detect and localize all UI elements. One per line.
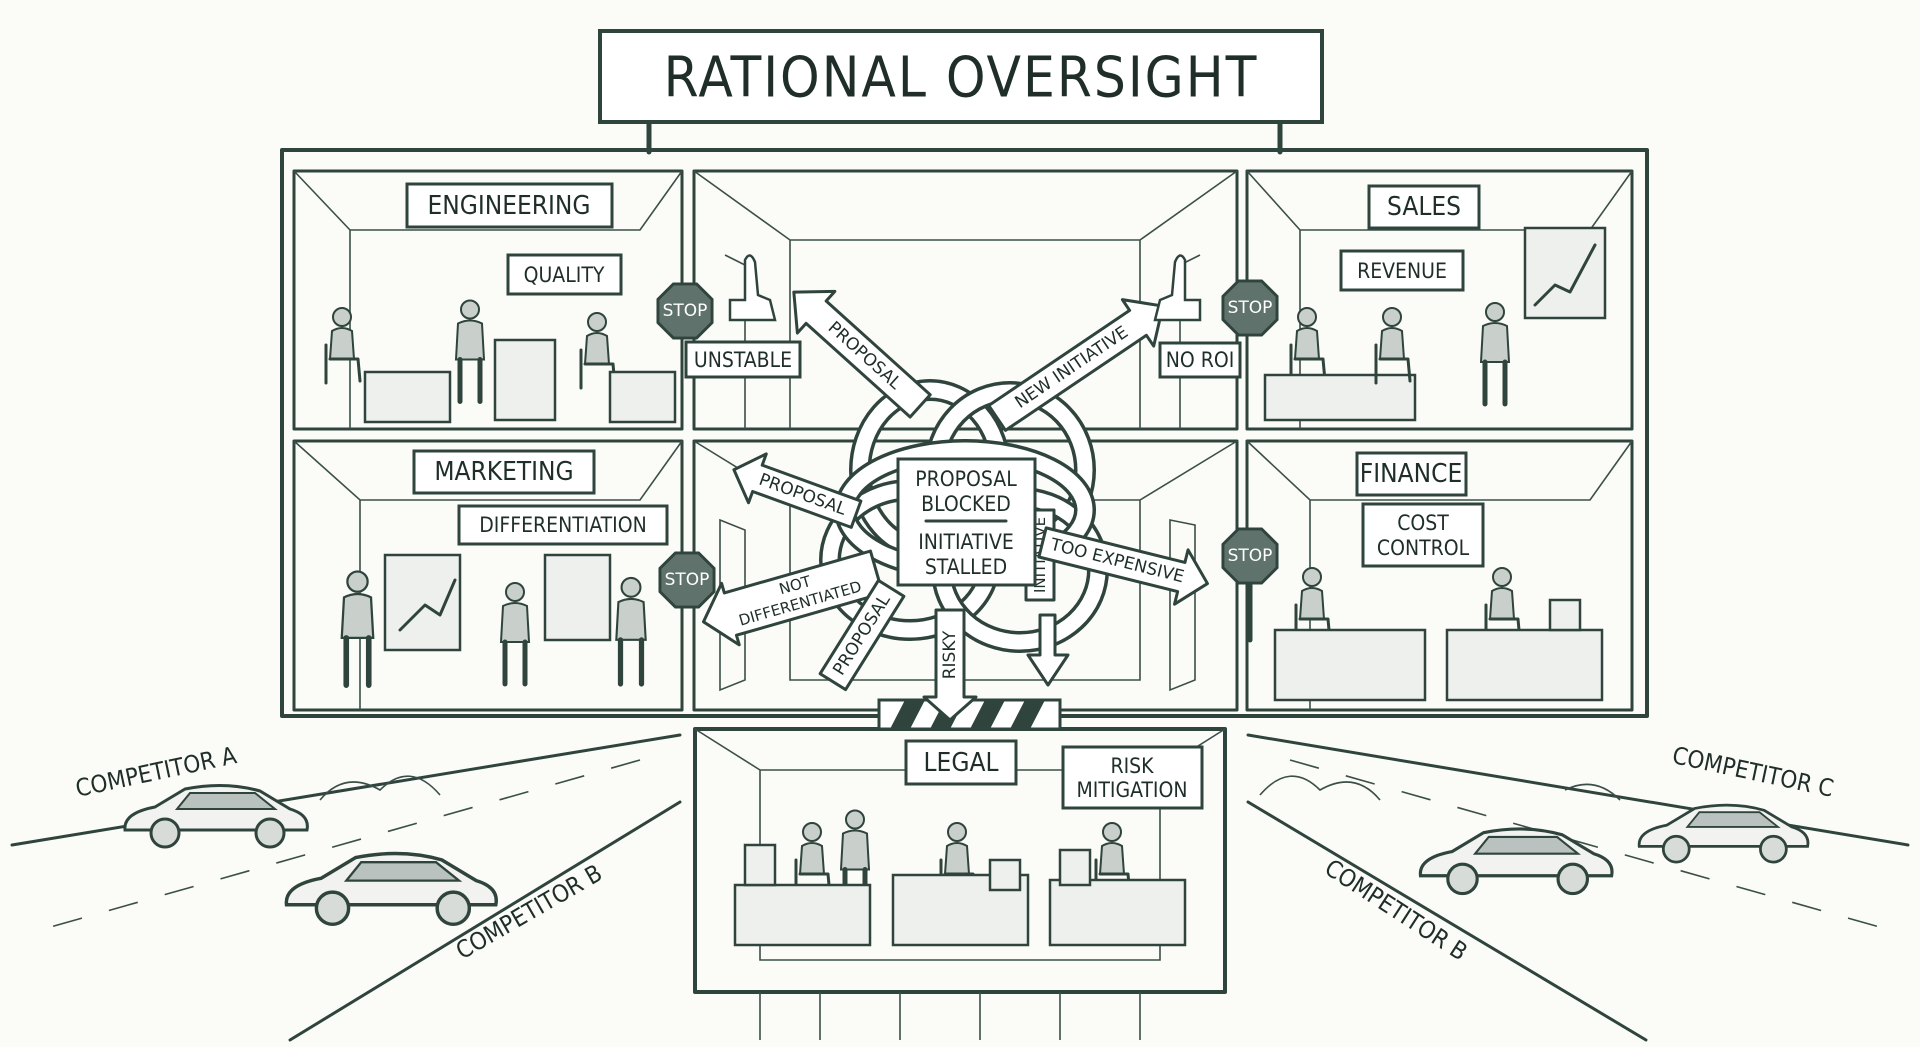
engineering-staff — [324, 301, 677, 424]
marketing-sign: MARKETING — [412, 449, 596, 495]
svg-text:BLOCKED: BLOCKED — [921, 492, 1011, 516]
svg-text:STOP: STOP — [1228, 298, 1273, 318]
car-competitor-b-right — [1418, 827, 1614, 896]
legal-sign: LEGAL — [904, 739, 1018, 786]
risk-mitigation-tag: RISK MITIGATION — [1061, 745, 1204, 810]
svg-text:STOP: STOP — [665, 570, 710, 590]
svg-text:MARKETING: MARKETING — [434, 457, 573, 487]
svg-text:STOP: STOP — [663, 301, 708, 321]
svg-text:LEGAL: LEGAL — [924, 748, 999, 778]
competitor-b-left-label: COMPETITOR B — [451, 859, 607, 965]
quality-tag: QUALITY — [506, 253, 623, 296]
svg-text:DIFFERENTIATION: DIFFERENTIATION — [479, 513, 646, 537]
stop-sign-marketing: STOP — [658, 551, 716, 609]
svg-text:ENGINEERING: ENGINEERING — [427, 191, 590, 221]
dust-clouds — [319, 775, 1621, 801]
svg-text:INITIATIVE: INITIATIVE — [918, 530, 1014, 554]
cost-control-tag: COST CONTROL — [1361, 502, 1485, 568]
svg-text:RISKY: RISKY — [940, 630, 960, 679]
stop-sign-finance: STOP — [1221, 527, 1279, 643]
svg-text:UNSTABLE: UNSTABLE — [694, 348, 792, 372]
hand-sales — [1153, 254, 1202, 322]
competitor-c-label: COMPETITOR C — [1670, 741, 1836, 802]
svg-text:STALLED: STALLED — [925, 555, 1007, 579]
car-competitor-b-left — [284, 851, 499, 927]
car-competitor-c — [1637, 803, 1810, 864]
title-sign: RATIONAL OVERSIGHT — [598, 29, 1324, 155]
center-status-box: PROPOSAL BLOCKED INITIATIVE STALLED — [896, 457, 1037, 587]
arrow-down-small — [1026, 613, 1070, 687]
svg-text:CONTROL: CONTROL — [1377, 536, 1470, 560]
car-competitor-a — [123, 783, 309, 849]
finance-sign: FINANCE — [1355, 451, 1468, 497]
svg-text:PROPOSAL: PROPOSAL — [824, 318, 906, 394]
sales-staff — [1263, 226, 1607, 422]
svg-text:NEW INITIATIVE: NEW INITIATIVE — [1011, 322, 1132, 412]
svg-text:RISK: RISK — [1110, 754, 1154, 778]
road-right — [1246, 733, 1910, 1042]
svg-text:STOP: STOP — [1228, 546, 1273, 566]
arrow-new-initiative: NEW INITIATIVE — [987, 298, 1165, 432]
sales-sign: SALES — [1367, 184, 1481, 230]
stop-sign-sales: STOP — [1221, 279, 1279, 337]
svg-text:SALES: SALES — [1387, 192, 1461, 222]
svg-text:REVENUE: REVENUE — [1357, 259, 1447, 283]
hand-engineering — [728, 254, 777, 322]
svg-text:PROPOSAL: PROPOSAL — [915, 467, 1017, 491]
svg-text:QUALITY: QUALITY — [524, 263, 605, 287]
page-title: RATIONAL OVERSIGHT — [664, 46, 1259, 111]
svg-text:NO ROI: NO ROI — [1166, 348, 1235, 372]
revenue-tag: REVENUE — [1339, 249, 1465, 292]
marketing-staff — [342, 553, 646, 685]
svg-text:FINANCE: FINANCE — [1360, 459, 1462, 489]
differentiation-tag: DIFFERENTIATION — [457, 504, 669, 546]
unstable-tag: UNSTABLE — [684, 340, 802, 379]
arrow-risky: RISKY — [922, 608, 978, 722]
legal-staff — [733, 811, 1187, 947]
finance-staff — [1273, 566, 1604, 702]
engineering-sign: ENGINEERING — [405, 182, 614, 229]
svg-text:MITIGATION: MITIGATION — [1076, 778, 1187, 802]
stop-sign-engineering: STOP — [656, 282, 714, 340]
road-left — [10, 733, 682, 1042]
svg-text:COST: COST — [1397, 511, 1449, 535]
no-roi-tag: NO ROI — [1158, 341, 1242, 379]
